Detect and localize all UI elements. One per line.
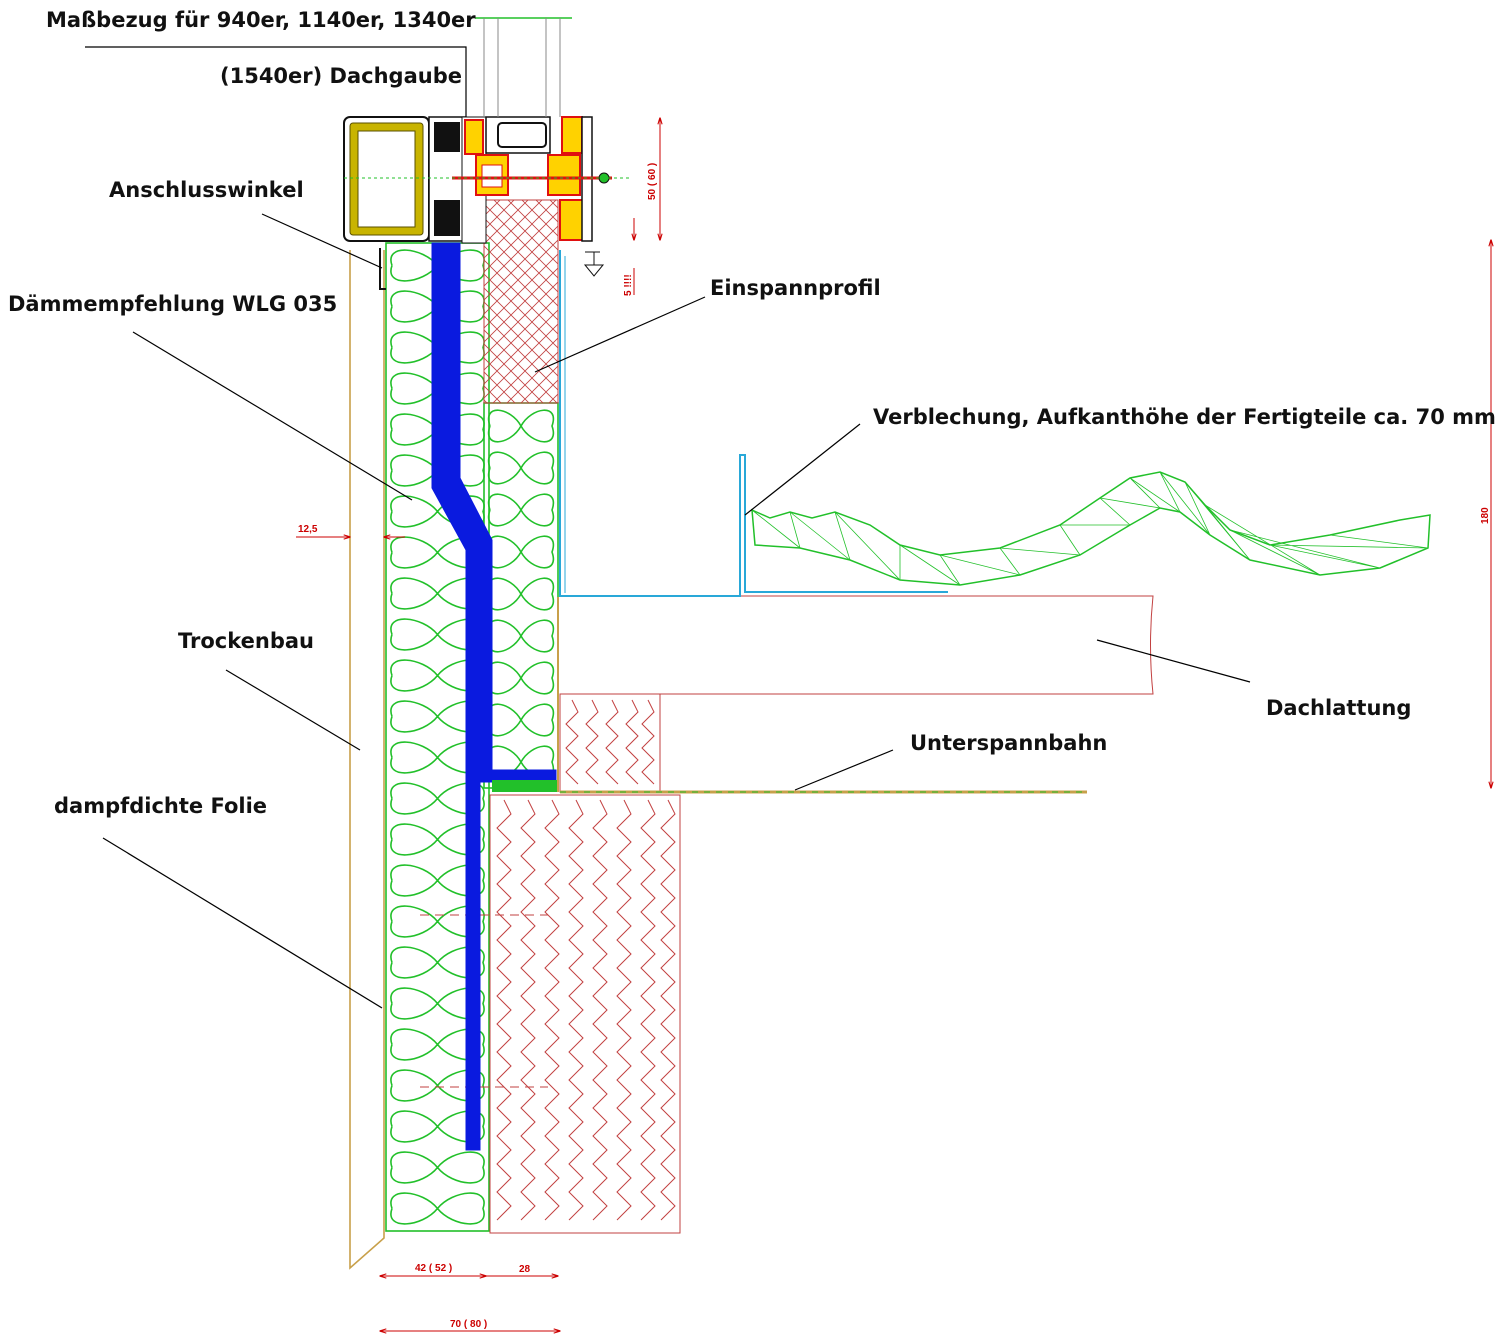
dim-70-80: 70 ( 80 ) xyxy=(450,1319,487,1330)
leader-lines xyxy=(85,46,1251,1009)
masonry-upper xyxy=(559,693,661,793)
label-clamping-profile: Einspannprofil xyxy=(710,276,881,300)
masonry-zigzag xyxy=(616,799,632,1221)
label-insulation-recommendation: Dämmempfehlung WLG 035 xyxy=(8,292,337,316)
masonry-zigzag xyxy=(520,799,536,1221)
drywall-board xyxy=(349,250,385,1270)
masonry-zigzag xyxy=(544,799,560,1221)
masonry-zigzag xyxy=(496,799,512,1221)
label-vapour-barrier: dampfdichte Folie xyxy=(54,794,267,818)
vapour-barrier xyxy=(431,242,558,1151)
flashing-sheet xyxy=(557,250,948,792)
connection-angle xyxy=(379,248,386,290)
masonry-zigzag xyxy=(605,699,619,785)
masonry-zigzag xyxy=(660,799,676,1221)
dim-42-52: 42 ( 52 ) xyxy=(415,1263,452,1274)
masonry-zigzag xyxy=(625,699,639,785)
label-flashing: Verblechung, Aufkanthöhe der Fertigteile… xyxy=(873,405,1496,429)
dim-28: 28 xyxy=(519,1264,531,1275)
dimension-lines xyxy=(296,118,1491,1331)
masonry-zigzag xyxy=(640,799,656,1221)
masonry-zigzag xyxy=(641,699,655,785)
dim-180: 180 xyxy=(1480,507,1491,524)
window-frame xyxy=(343,17,630,277)
masonry-zigzag xyxy=(592,799,608,1221)
insulation-column-outer xyxy=(483,402,559,789)
dim-5: 5 !!!! xyxy=(623,274,634,296)
tile-mesh-lines xyxy=(751,471,1429,586)
roof-tile xyxy=(751,471,1431,586)
label-battens: Dachlattung xyxy=(1266,696,1411,720)
label-underlay: Unterspannbahn xyxy=(910,731,1107,755)
clamping-block xyxy=(483,199,559,404)
masonry-zigzag xyxy=(565,699,579,785)
label-connection-angle: Anschlusswinkel xyxy=(109,178,304,202)
insulation-loop-pattern xyxy=(487,409,555,779)
masonry-zigzag xyxy=(568,799,584,1221)
label-drywall: Trockenbau xyxy=(178,629,314,653)
roof-batten xyxy=(560,595,1154,695)
masonry-zigzag xyxy=(585,699,599,785)
label-dormer: (1540er) Dachgaube xyxy=(220,64,462,88)
masonry-lower xyxy=(420,794,681,1234)
label-reference-sizes: Maßbezug für 940er, 1140er, 1340er xyxy=(46,8,476,32)
insulation-loops-outer xyxy=(487,409,555,779)
dim-12-5: 12,5 xyxy=(298,524,318,535)
dim-50-60: 50 ( 60 ) xyxy=(647,163,658,200)
